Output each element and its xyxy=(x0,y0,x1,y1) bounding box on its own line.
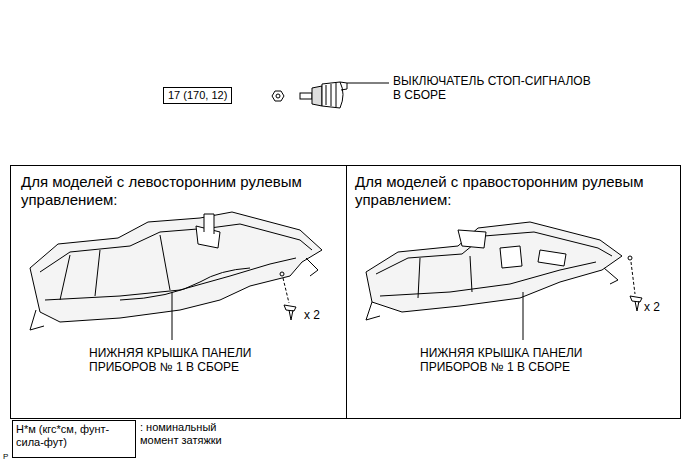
figure-code: P xyxy=(3,452,15,462)
part-name: ВЫКЛЮЧАТЕЛЬ СТОП-СИГНАЛОВ В СБОРЕ xyxy=(393,74,601,103)
quantity: x 2 xyxy=(304,308,334,322)
nut-hole xyxy=(276,94,280,98)
lower-panel-cover-rhd xyxy=(366,222,632,320)
quantity: x 2 xyxy=(644,300,674,314)
legend-description: : номинальный момент затяжки xyxy=(140,421,250,447)
screw-icon xyxy=(630,296,642,311)
nut-icon xyxy=(272,91,284,101)
variant-heading: Для моделей с левосторонним рулевым упра… xyxy=(21,173,343,209)
screw-axis xyxy=(631,262,635,294)
screw-axis xyxy=(283,278,289,303)
lower-panel-cover-lhd xyxy=(30,212,322,330)
leader-line xyxy=(347,83,389,84)
leader-line xyxy=(172,292,173,340)
variant-panel: Для моделей с левосторонним рулевым упра… xyxy=(10,165,347,419)
legend-box: Н*м (кгс*см, фунт-сила-фут) xyxy=(12,420,136,458)
torque-box: 17 (170, 12) xyxy=(163,87,232,104)
leader-line xyxy=(523,292,524,340)
variant-panel: Для моделей с правосторонним рулевым упр… xyxy=(346,165,681,419)
torque-value: 17 (170, 12) xyxy=(168,89,227,102)
unit-legend: Н*м (кгс*см, фунт-сила-фут) xyxy=(16,423,133,449)
stop-switch-icon xyxy=(300,82,347,108)
part-name: НИЖНЯЯ КРЫШКА ПАНЕЛИ ПРИБОРОВ № 1 В СБОР… xyxy=(89,346,289,375)
part-name: НИЖНЯЯ КРЫШКА ПАНЕЛИ ПРИБОРОВ № 1 В СБОР… xyxy=(420,346,620,375)
screw-icon xyxy=(284,305,296,320)
variant-heading: Для моделей с правосторонним рулевым упр… xyxy=(355,173,677,209)
